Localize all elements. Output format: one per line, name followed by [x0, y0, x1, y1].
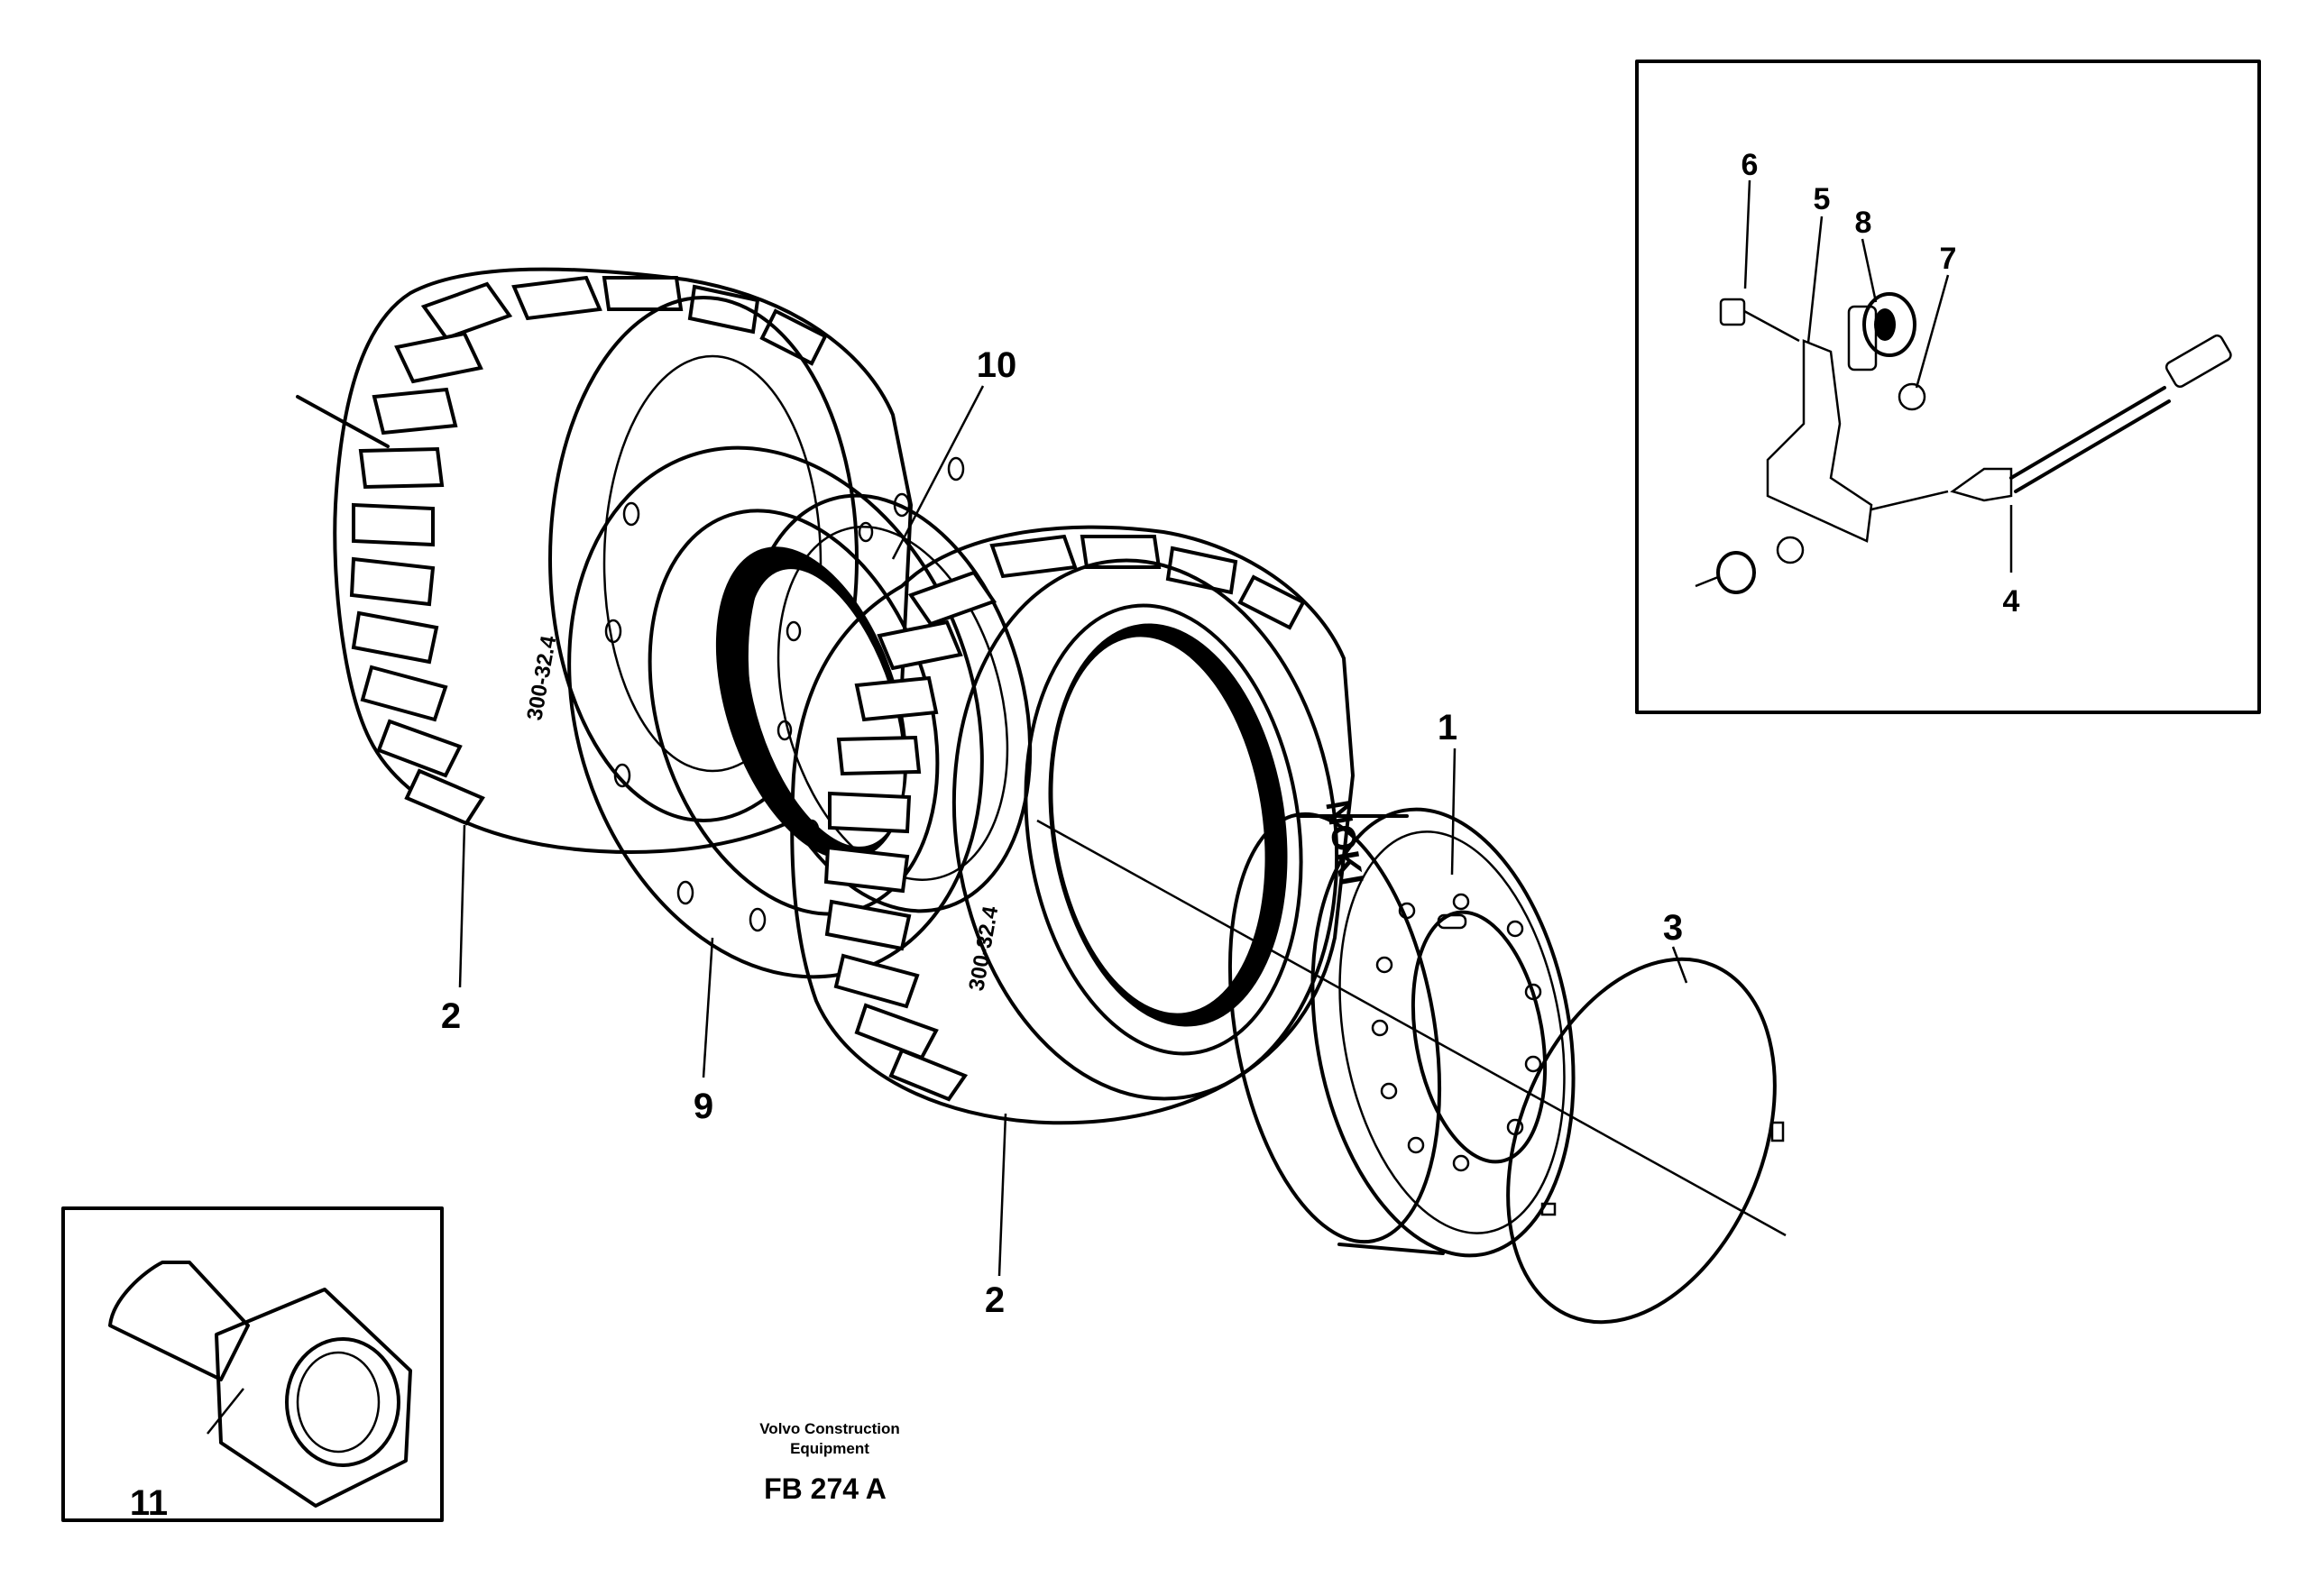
- callout-3: 3: [1663, 908, 1683, 948]
- valve-inset: [1635, 60, 2261, 714]
- callout-10: 10: [977, 345, 1017, 385]
- callout-9: 9: [694, 1087, 713, 1126]
- callout-2-right: 2: [985, 1280, 1005, 1320]
- tire-left: [296, 267, 913, 854]
- company-line-2: Equipment: [790, 1440, 869, 1457]
- tire-right-tread: [823, 534, 1306, 1102]
- company-line-1: Volvo Construction: [759, 1420, 900, 1437]
- leader-lines: [207, 385, 1688, 1435]
- callout-1: 1: [1438, 708, 1457, 748]
- callout-labels: 1 2 2 3 4 5 6 7 8 9 10 11: [130, 148, 2020, 1523]
- tire-right: [790, 525, 1355, 1125]
- assembly-axis: [1036, 819, 1787, 1237]
- callout-2-left: 2: [441, 996, 461, 1036]
- footer: Volvo Construction Equipment FB 274 A: [759, 1420, 900, 1505]
- tire-brand-marking: NOKI: [1318, 797, 1370, 888]
- ring-10: [744, 493, 1033, 913]
- callout-7: 7: [1940, 242, 1957, 276]
- lock-ring: [1506, 957, 1785, 1325]
- callout-8: 8: [1855, 206, 1872, 240]
- callout-4: 4: [2003, 584, 2020, 619]
- tube-flap-holes: [604, 456, 965, 932]
- tube-flap: [567, 445, 984, 979]
- callout-11: 11: [130, 1483, 168, 1523]
- rim-bolt-holes: [1371, 893, 1542, 1172]
- rim: [1227, 807, 1576, 1258]
- drawing-reference: FB 274 A: [764, 1472, 887, 1505]
- adapter-inset: [61, 1206, 444, 1522]
- tire-size-marking-rear: 300-32.4: [522, 633, 561, 722]
- callout-5: 5: [1814, 182, 1831, 216]
- tire-left-tread: [349, 275, 828, 826]
- callout-6: 6: [1742, 148, 1759, 182]
